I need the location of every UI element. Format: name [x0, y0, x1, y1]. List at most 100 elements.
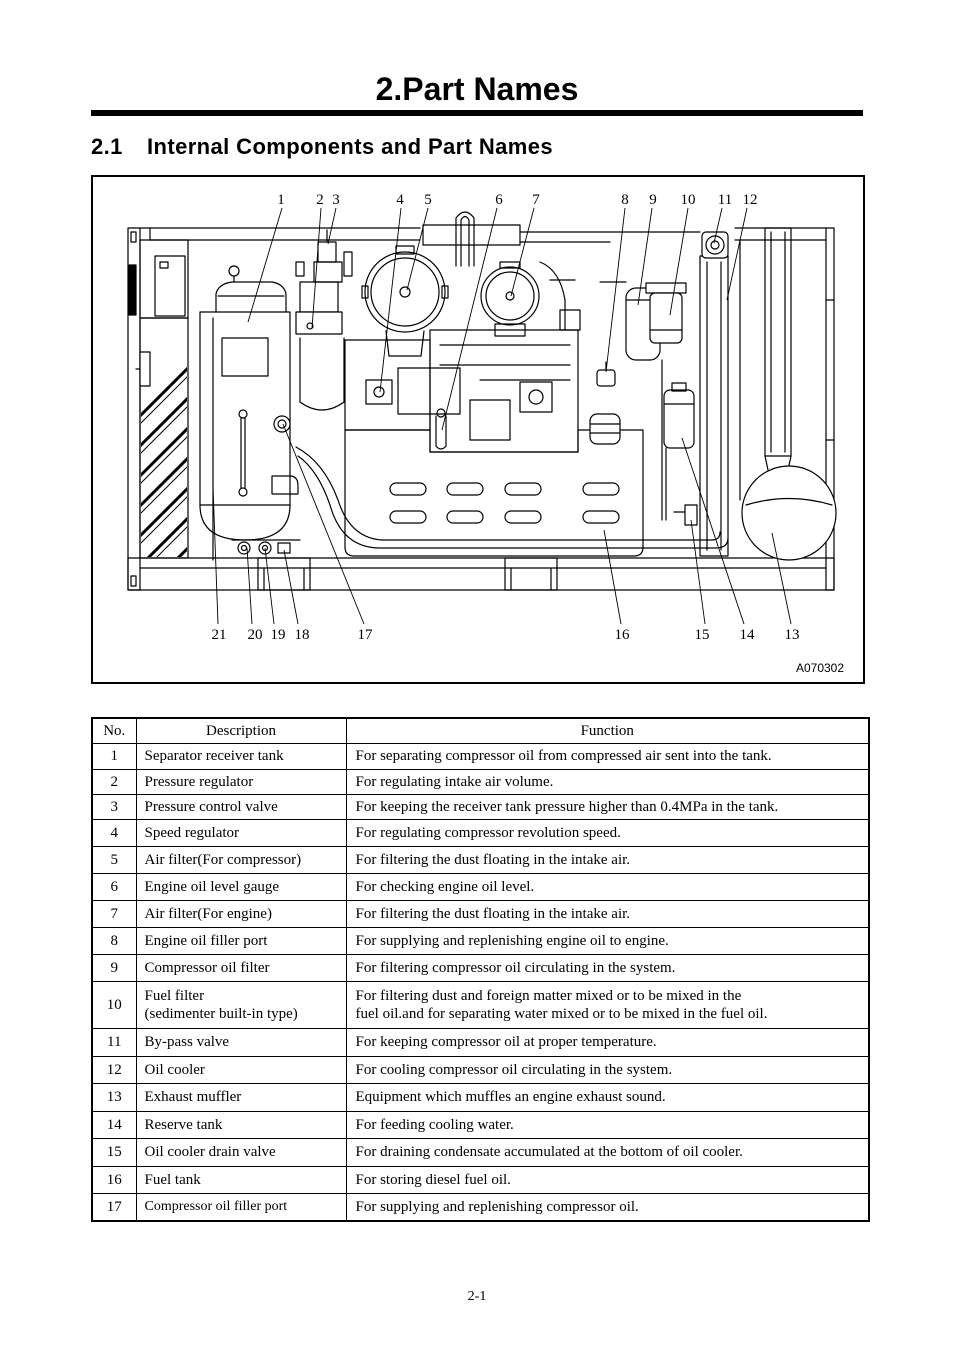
row-number: 16 — [91, 1165, 137, 1194]
row-description: Oil cooler — [135, 1055, 347, 1084]
leader-line-10 — [669, 207, 689, 316]
engine-air-filter — [480, 261, 540, 337]
row-number: 17 — [91, 1192, 137, 1222]
part-names-diagram: 1 2 3 4 5 6 7 8 9 10 11 12 13 14 15 16 1… — [127, 192, 844, 675]
leader-line-8 — [605, 207, 626, 373]
row-description: Fuel tank — [135, 1165, 347, 1194]
oil-cooler — [699, 255, 729, 557]
table-row: 2 Pressure regulator For regulating inta… — [91, 768, 870, 795]
leader-line-15 — [690, 519, 706, 625]
callout-15: 15 — [695, 627, 710, 643]
leader-line-11 — [713, 207, 723, 244]
row-description: Pressure regulator — [135, 768, 347, 795]
row-description: By-pass valve — [135, 1027, 347, 1057]
table-row: 16 Fuel tank For storing diesel fuel oil… — [91, 1165, 870, 1194]
row-description: Air filter(For engine) — [135, 899, 347, 928]
callout-1: 1 — [277, 192, 285, 208]
oil-separator-element — [299, 337, 345, 411]
cooling-louvre-panel — [135, 317, 189, 559]
leader-line-2 — [311, 207, 322, 329]
reserve-tank — [663, 382, 695, 449]
row-number: 15 — [91, 1137, 137, 1167]
row-description: Pressure control valve — [135, 793, 347, 820]
callout-19: 19 — [271, 627, 286, 643]
pressure-control-valve — [313, 229, 353, 283]
row-description: Compressor oil filter — [135, 953, 347, 982]
row-number: 2 — [91, 768, 137, 795]
leader-line-3 — [327, 207, 337, 245]
row-number: 10 — [91, 980, 137, 1029]
row-number: 4 — [91, 818, 137, 847]
compressor-oil-filler-port — [273, 415, 291, 433]
table-row: 13 Exhaust muffler Equipment which muffl… — [91, 1082, 870, 1112]
callout-6: 6 — [495, 192, 503, 208]
table-row: 6 Engine oil level gauge For checking en… — [91, 872, 870, 901]
callout-7: 7 — [532, 192, 540, 208]
table-row: 1 Separator receiver tank For separating… — [91, 742, 870, 770]
table-row: 10 Fuel filter(sedimenter built-in type)… — [91, 980, 870, 1029]
header-no: No. — [91, 717, 137, 744]
callout-5: 5 — [424, 192, 432, 208]
leader-line-20 — [246, 547, 253, 625]
exhaust-muffler — [741, 465, 837, 561]
speed-regulator — [365, 379, 393, 405]
fuel-tank — [344, 413, 644, 557]
row-number: 14 — [91, 1110, 137, 1139]
row-description: Speed regulator — [135, 818, 347, 847]
row-description: Oil cooler drain valve — [135, 1137, 347, 1167]
callout-11: 11 — [718, 192, 732, 208]
row-number: 3 — [91, 793, 137, 820]
leader-line-7 — [510, 207, 535, 297]
row-description: Fuel filter(sedimenter built-in type) — [135, 980, 347, 1029]
parts-table: No. Description Function 1 Separator rec… — [91, 717, 870, 1222]
compressor-oil-hose — [295, 446, 729, 549]
row-number: 5 — [91, 845, 137, 874]
row-function: For filtering the dust floating in the i… — [345, 899, 870, 928]
table-row: 14 Reserve tank For feeding cooling wate… — [91, 1110, 870, 1139]
row-description: Engine oil filler port — [135, 926, 347, 955]
page-title: 2.Part Names — [375, 71, 579, 107]
row-function: For cooling compressor oil circulating i… — [345, 1055, 870, 1084]
row-number: 6 — [91, 872, 137, 901]
leader-line-6 — [441, 207, 498, 431]
oil-cooler-drain-valve — [673, 504, 698, 526]
leader-line-17 — [282, 423, 365, 625]
table-row: 5 Air filter(For compressor) For filteri… — [91, 845, 870, 874]
section-title: Internal Components and Part Names — [147, 134, 554, 159]
row-description: Separator receiver tank — [135, 742, 347, 770]
row-number: 9 — [91, 953, 137, 982]
function-line: For filtering dust and foreign matter mi… — [355, 987, 742, 1004]
callout-4: 4 — [396, 192, 404, 208]
callout-21: 21 — [212, 627, 227, 643]
row-number: 13 — [91, 1082, 137, 1112]
radiator — [739, 227, 792, 501]
leader-line-18 — [283, 549, 299, 625]
row-description: Compressor oil filler port — [135, 1192, 347, 1222]
leader-line-13 — [771, 532, 792, 625]
by-pass-valve — [701, 231, 729, 259]
description-line: Fuel filter — [144, 987, 205, 1004]
row-function: For regulating compressor revolution spe… — [345, 818, 870, 847]
callout-9: 9 — [649, 192, 657, 208]
callout-13: 13 — [785, 627, 800, 643]
row-function: For keeping compressor oil at proper tem… — [345, 1027, 870, 1057]
row-description: Exhaust muffler — [135, 1082, 347, 1112]
row-function: For filtering the dust floating in the i… — [345, 845, 870, 874]
row-function: For regulating intake air volume. — [345, 768, 870, 795]
section-number: 2.1 — [91, 134, 123, 159]
table-row: 3 Pressure control valve For keeping the… — [91, 793, 870, 820]
row-function: For feeding cooling water. — [345, 1110, 870, 1139]
row-number: 7 — [91, 899, 137, 928]
callout-14: 14 — [740, 627, 756, 643]
row-description: Air filter(For compressor) — [135, 845, 347, 874]
row-function: For separating compressor oil from compr… — [345, 742, 870, 770]
row-description: Engine oil level gauge — [135, 872, 347, 901]
header-function: Function — [345, 717, 870, 744]
table-row: 11 By-pass valve For keeping compressor … — [91, 1027, 870, 1057]
row-number: 1 — [91, 742, 137, 770]
row-function: For storing diesel fuel oil. — [345, 1165, 870, 1194]
compressor-air-filter — [361, 245, 449, 357]
row-number: 12 — [91, 1055, 137, 1084]
leader-line-4 — [379, 207, 402, 393]
